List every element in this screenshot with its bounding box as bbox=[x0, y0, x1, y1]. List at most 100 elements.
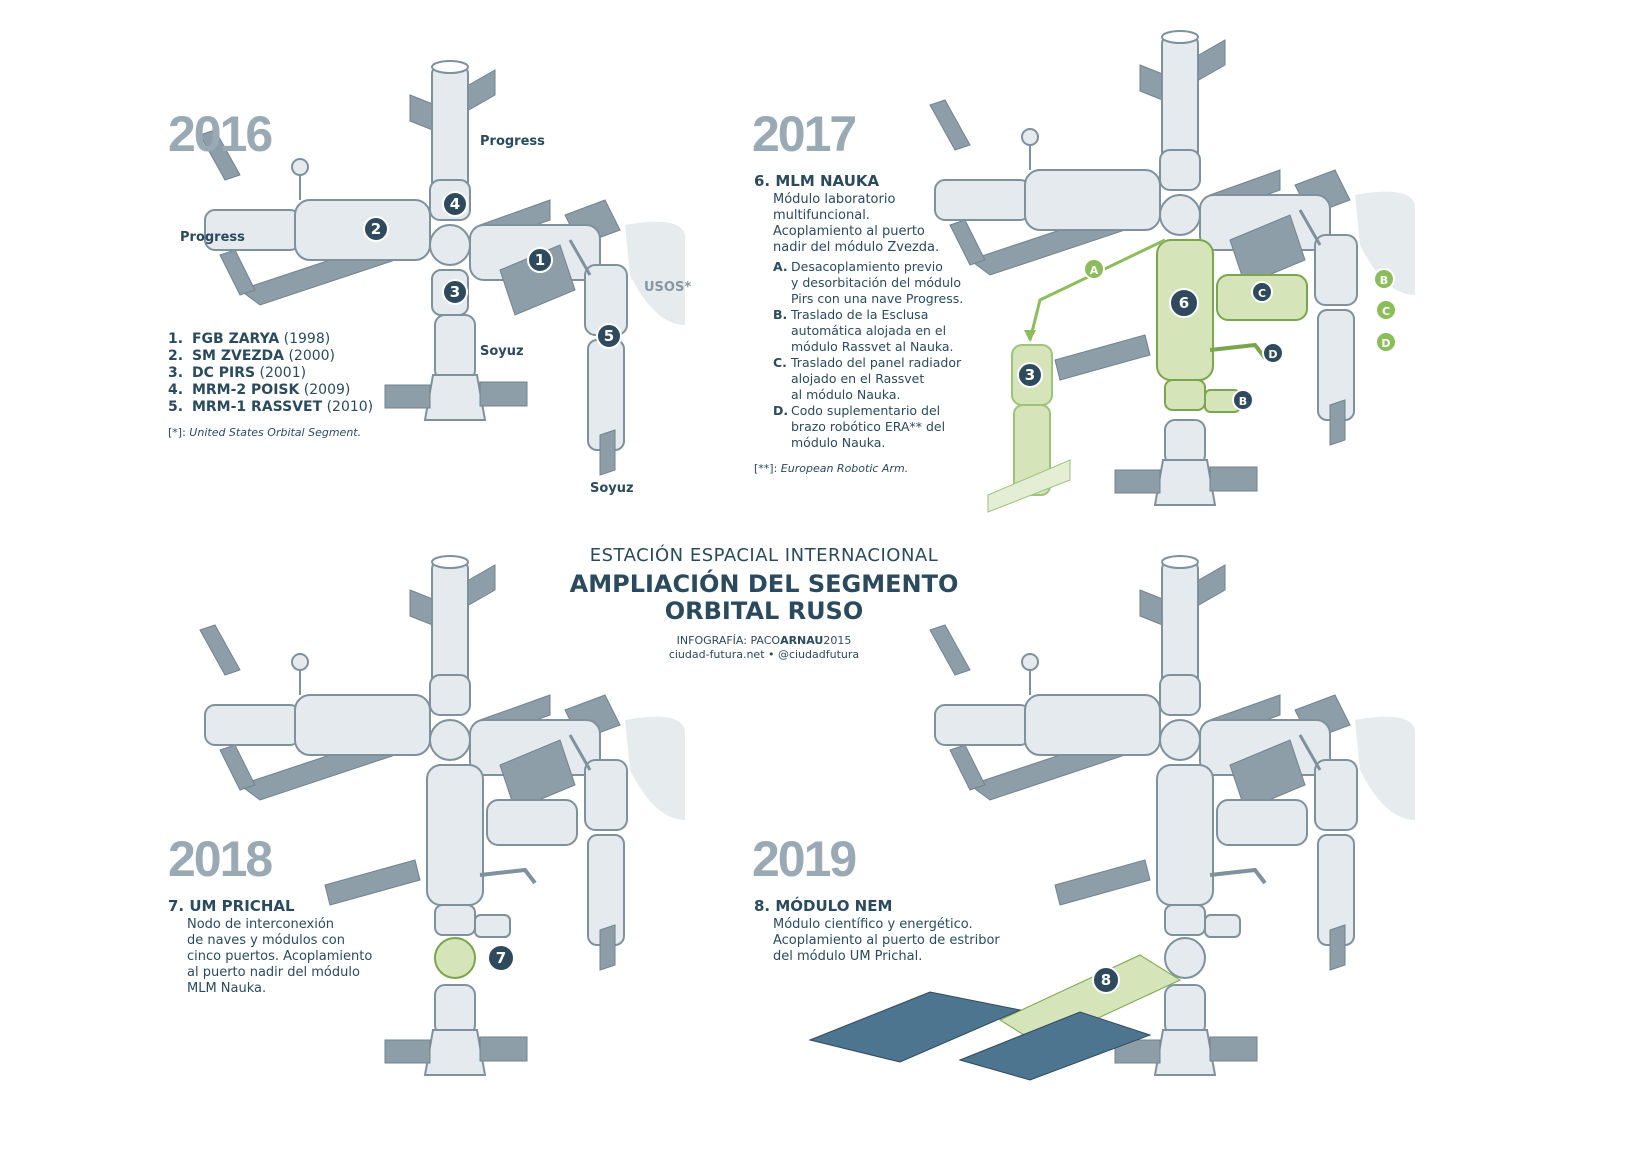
radiator-panel bbox=[1216, 799, 1308, 846]
soyuz-service-module bbox=[1153, 1029, 1217, 1076]
solar-panel bbox=[1229, 214, 1306, 286]
label-usos: USOS* bbox=[644, 280, 692, 295]
solar-panel bbox=[499, 739, 576, 811]
airlock-module bbox=[1204, 914, 1241, 938]
callout-badge-label: 7 bbox=[496, 949, 506, 967]
arm bbox=[1298, 734, 1322, 771]
solar-panel bbox=[987, 459, 1071, 513]
section-heading: 7. UM PRICHAL bbox=[168, 897, 295, 915]
radiator-panel bbox=[486, 799, 578, 846]
module-item: 5. MRM-1 RASSVET (2010) bbox=[168, 399, 374, 415]
arm bbox=[568, 734, 592, 771]
callout-badge-label: 8 bbox=[1101, 971, 1111, 989]
solar-panel-array bbox=[958, 1011, 1152, 1081]
usos-segment bbox=[1355, 716, 1415, 820]
callout-badge-label: D bbox=[1268, 348, 1277, 361]
progress-module bbox=[204, 704, 301, 746]
callout-badge bbox=[442, 191, 468, 217]
credit: INFOGRAFÍA: PACOARNAU2015 bbox=[676, 634, 852, 647]
antenna-dish-icon bbox=[291, 653, 309, 671]
callout-badge-label: 1 bbox=[535, 251, 545, 269]
soyuz-service-module bbox=[423, 374, 487, 421]
label-progress: Progress bbox=[480, 134, 545, 149]
docking-port bbox=[431, 60, 469, 74]
nauka-aft bbox=[434, 904, 476, 936]
label-progress: Progress bbox=[180, 230, 245, 245]
callout-badge-label: C bbox=[1258, 287, 1266, 300]
poisk-module bbox=[1159, 149, 1201, 191]
soyuz-module bbox=[434, 314, 476, 381]
progress-module bbox=[934, 704, 1031, 746]
callout-badge-label: 2 bbox=[371, 220, 381, 238]
section-heading: 6. MLM NAUKA bbox=[754, 172, 880, 190]
docking-port bbox=[1161, 555, 1199, 569]
solar-panel bbox=[1114, 469, 1161, 494]
zvezda-module bbox=[294, 199, 431, 261]
rassvet-module bbox=[584, 759, 628, 831]
callout-badge bbox=[1232, 389, 1254, 411]
callout-badge-label: C bbox=[1382, 305, 1390, 318]
callout-badge bbox=[487, 944, 515, 972]
solar-panel bbox=[384, 384, 431, 409]
solar-panel bbox=[199, 129, 241, 181]
year-2016: 2016 bbox=[168, 106, 273, 162]
nauka-aft bbox=[1164, 379, 1206, 411]
node bbox=[429, 224, 471, 266]
node bbox=[1159, 194, 1201, 236]
nem-description: Módulo científico y energético.Acoplamie… bbox=[773, 917, 1000, 964]
solar-panel bbox=[1209, 1036, 1258, 1062]
callout-badge bbox=[527, 247, 553, 273]
poisk-module bbox=[429, 674, 471, 716]
solar-panel bbox=[929, 99, 971, 151]
callout-badge-label: B bbox=[1239, 395, 1247, 408]
callout-badge bbox=[1375, 331, 1397, 353]
arm bbox=[568, 239, 592, 276]
module-item: 2. SM ZVEZDA (2000) bbox=[168, 348, 336, 364]
docking-port bbox=[431, 555, 469, 569]
year-2018: 2018 bbox=[168, 831, 273, 887]
solar-panel-array bbox=[808, 991, 1022, 1063]
callout-badge-label: 6 bbox=[1179, 294, 1189, 312]
solar-panel bbox=[1209, 466, 1258, 492]
prichal-module bbox=[1164, 937, 1206, 979]
soyuz-module bbox=[1164, 984, 1206, 1036]
usos-segment bbox=[625, 221, 685, 325]
callout-badge bbox=[1262, 342, 1284, 364]
solar-panel bbox=[219, 249, 256, 296]
callout-badge-label: B bbox=[1380, 274, 1388, 287]
footnote-era: [**]: European Robotic Arm. bbox=[754, 462, 909, 475]
module-item: 4. MRM-2 POISK (2009) bbox=[168, 382, 351, 398]
rassvet-module bbox=[1314, 234, 1358, 306]
usos-segment bbox=[1355, 191, 1415, 295]
soyuz-module bbox=[1164, 419, 1206, 466]
module-item: 3. DC PIRS (2001) bbox=[168, 365, 307, 381]
callout-badge-label: A bbox=[1090, 264, 1099, 277]
solar-panel bbox=[219, 744, 256, 791]
soyuz-module bbox=[434, 984, 476, 1036]
soyuz-service-module bbox=[423, 1029, 487, 1076]
poisk-module bbox=[1159, 674, 1201, 716]
solar-panel bbox=[384, 1039, 431, 1064]
callout-badge bbox=[1373, 268, 1395, 290]
antenna-dish-icon bbox=[1021, 128, 1039, 146]
year-2017: 2017 bbox=[752, 106, 857, 162]
solar-panel bbox=[929, 624, 971, 676]
solar-panel bbox=[1329, 924, 1346, 971]
label-soyuz: Soyuz bbox=[590, 481, 634, 496]
callout-badge bbox=[363, 216, 389, 242]
callout-badge bbox=[442, 279, 468, 305]
year-2019: 2019 bbox=[752, 831, 857, 887]
solar-panel bbox=[949, 219, 986, 266]
credit-site: ciudad-futura.net • @ciudadfutura bbox=[668, 648, 860, 661]
era-arm bbox=[1209, 342, 1267, 360]
callout-badge-label: D bbox=[1381, 337, 1390, 350]
nauka-module bbox=[426, 764, 484, 906]
node bbox=[1159, 719, 1201, 761]
